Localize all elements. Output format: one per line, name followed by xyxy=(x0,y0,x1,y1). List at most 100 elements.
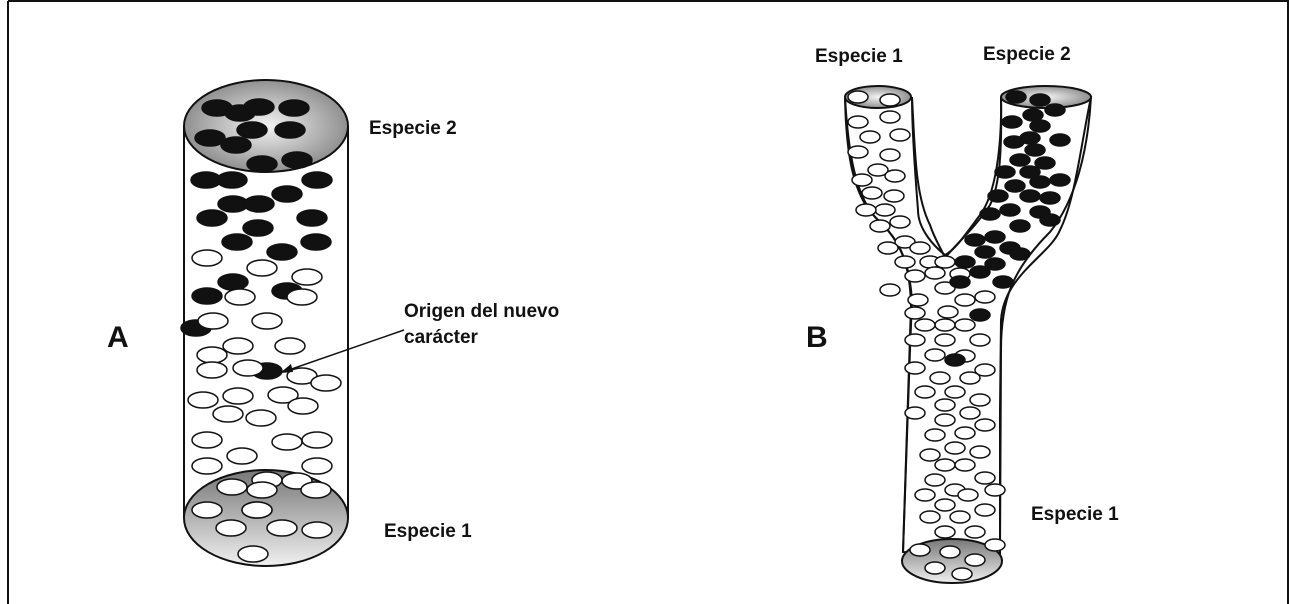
open-dot xyxy=(197,347,227,363)
open-dot xyxy=(227,448,257,464)
open-dot xyxy=(935,459,955,471)
open-dot xyxy=(856,204,876,216)
open-dot xyxy=(975,504,995,516)
filled-dot xyxy=(1040,192,1060,204)
open-dot xyxy=(288,398,318,414)
filled-dot xyxy=(1050,174,1070,186)
panel-b: B Especie 1 Especie 2 Especie 1 xyxy=(806,44,1119,583)
open-dot xyxy=(880,111,900,123)
open-dot xyxy=(920,449,940,461)
annotation-line-1: Origen del nuevo xyxy=(404,301,559,322)
filled-dot xyxy=(1002,116,1022,128)
open-dot xyxy=(965,554,985,566)
open-dot xyxy=(970,394,990,406)
open-dot xyxy=(955,459,975,471)
open-dot xyxy=(275,338,305,354)
open-dot xyxy=(925,267,945,279)
open-dot xyxy=(925,474,945,486)
filled-dot xyxy=(225,105,255,121)
open-dot xyxy=(267,520,297,536)
open-dot xyxy=(925,429,945,441)
filled-dot xyxy=(221,137,251,153)
open-dot xyxy=(287,289,317,305)
panel-a-top-species-label: Especie 2 xyxy=(369,118,457,139)
open-dot xyxy=(910,544,930,556)
open-dot xyxy=(242,502,272,518)
open-dot xyxy=(905,307,925,319)
open-dot xyxy=(192,250,222,266)
filled-dot xyxy=(275,122,305,138)
open-dot xyxy=(950,511,970,523)
open-dot xyxy=(860,131,880,143)
filled-dot xyxy=(197,210,227,226)
filled-dot xyxy=(980,208,1000,220)
open-dot xyxy=(885,170,905,182)
panel-b-label: B xyxy=(806,321,828,354)
filled-dot xyxy=(1025,144,1045,156)
filled-dot xyxy=(1004,136,1024,148)
open-dot xyxy=(848,91,868,103)
open-dot xyxy=(965,526,985,538)
open-dot xyxy=(952,568,972,580)
filled-dot xyxy=(297,210,327,226)
open-dot xyxy=(970,334,990,346)
open-dot xyxy=(935,399,955,411)
open-dot xyxy=(908,294,928,306)
open-dot xyxy=(246,410,276,426)
open-dot xyxy=(925,562,945,574)
filled-dot xyxy=(247,156,277,172)
open-dot xyxy=(935,256,955,268)
open-dot xyxy=(905,270,925,282)
open-dot xyxy=(985,484,1005,496)
filled-dot xyxy=(1035,157,1055,169)
panel-a-label: A xyxy=(107,321,129,354)
filled-dot xyxy=(243,220,273,236)
open-dot xyxy=(960,372,980,384)
open-dot xyxy=(884,190,904,202)
filled-dot xyxy=(945,354,965,366)
filled-dot xyxy=(970,309,990,321)
open-dot xyxy=(905,362,925,374)
open-dot xyxy=(880,94,900,106)
open-dot xyxy=(192,458,222,474)
open-dot xyxy=(975,472,995,484)
filled-dot xyxy=(1050,134,1070,146)
open-dot xyxy=(302,522,332,538)
open-dot xyxy=(915,489,935,501)
filled-dot xyxy=(301,234,331,250)
open-dot xyxy=(852,174,872,186)
filled-dot xyxy=(302,172,332,188)
open-dot xyxy=(910,242,930,254)
open-dot xyxy=(935,499,955,511)
filled-dot xyxy=(237,122,267,138)
open-dot xyxy=(958,489,978,501)
open-dot xyxy=(247,482,277,498)
open-dot xyxy=(955,294,975,306)
open-dot xyxy=(975,419,995,431)
open-dot xyxy=(188,392,218,408)
panel-b-bottom-species-label: Especie 1 xyxy=(1031,504,1119,525)
filled-dot xyxy=(1010,220,1030,232)
open-dot xyxy=(192,502,222,518)
open-dot xyxy=(848,146,868,158)
filled-dot xyxy=(1023,109,1043,121)
filled-dot xyxy=(975,246,995,258)
filled-dot xyxy=(272,186,302,202)
filled-dot xyxy=(965,234,985,246)
open-dot xyxy=(252,313,282,329)
filled-dot xyxy=(1006,91,1026,103)
open-dot xyxy=(940,546,960,558)
filled-dot xyxy=(1020,190,1040,202)
open-dot xyxy=(905,334,925,346)
filled-dot xyxy=(1045,104,1065,116)
open-dot xyxy=(945,386,965,398)
open-dot xyxy=(890,216,910,228)
filled-dot xyxy=(279,100,309,116)
open-dot xyxy=(216,520,246,536)
open-dot xyxy=(938,306,958,318)
filled-dot xyxy=(1005,180,1025,192)
filled-dot xyxy=(1030,120,1050,132)
filled-dot xyxy=(1030,94,1050,106)
filled-dot xyxy=(955,256,975,268)
